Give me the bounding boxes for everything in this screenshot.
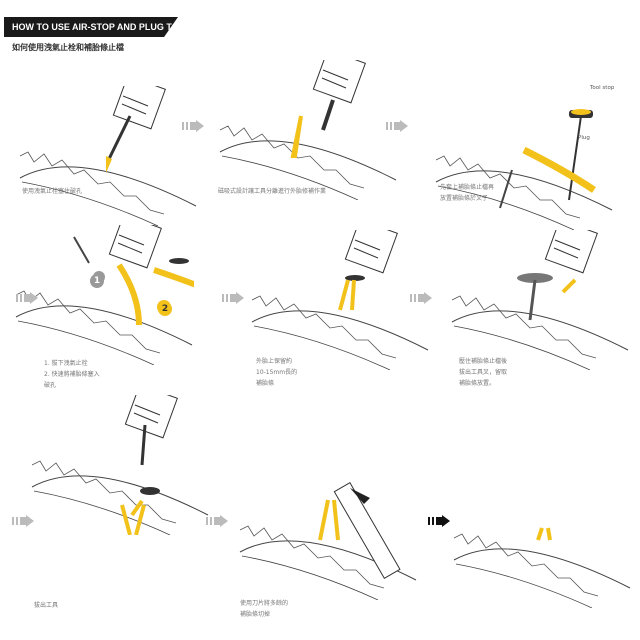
step-arrow-icon bbox=[386, 120, 408, 132]
step-number-2: 2 bbox=[158, 302, 172, 316]
step-arrow-icon bbox=[410, 292, 432, 304]
plug-label: Plug bbox=[578, 135, 590, 141]
step-arrow-icon bbox=[182, 120, 204, 132]
step-5-caption: 外胎上保留約 10-15mm長的 補胎條 bbox=[256, 358, 298, 387]
step-8-illustration bbox=[238, 460, 418, 601]
title-banner: HOW TO USE AIR-STOP AND PLUG TOOL bbox=[4, 17, 178, 37]
step-7-illustration bbox=[30, 384, 210, 536]
step-number-1: 1 bbox=[90, 274, 104, 288]
step-1-caption: 使用洩氣止栓塞住破孔 bbox=[22, 188, 83, 195]
step-7-caption: 拔出工具 bbox=[34, 602, 59, 609]
step-6-illustration bbox=[450, 219, 630, 371]
step-9-illustration bbox=[452, 468, 632, 609]
step-4-illustration bbox=[14, 214, 211, 366]
subtitle: 如何使用洩氣止栓和補胎條止檔 bbox=[12, 43, 124, 52]
step-6-caption: 壓住補胎條止檔後 拔出工具叉，留取 補胎條放置。 bbox=[459, 358, 508, 387]
step-5-illustration bbox=[250, 219, 430, 371]
step-arrow-icon bbox=[16, 292, 38, 304]
step-4-caption: 1. 拔下洩氣止栓 2. 快速將補胎條塞入 破孔 bbox=[44, 360, 100, 389]
step-2-illustration bbox=[218, 49, 398, 201]
step-arrow-icon bbox=[222, 292, 244, 304]
step-1-illustration bbox=[18, 75, 198, 227]
step-2-caption: 磁吸式設計讓工具分離進行外胎修補作業 bbox=[218, 188, 327, 195]
step-8-caption: 使用刀片將多餘的 補胎條切掉 bbox=[240, 600, 289, 618]
step-3-caption: 先套上補胎條止檔再 放置補胎條於叉子 bbox=[440, 184, 495, 202]
step-arrow-icon bbox=[206, 515, 228, 527]
tool-stop-label: Tool stop bbox=[590, 85, 615, 91]
step-arrow-icon bbox=[12, 515, 34, 527]
step-3-illustration bbox=[434, 90, 614, 231]
step-arrow-icon bbox=[428, 515, 450, 527]
